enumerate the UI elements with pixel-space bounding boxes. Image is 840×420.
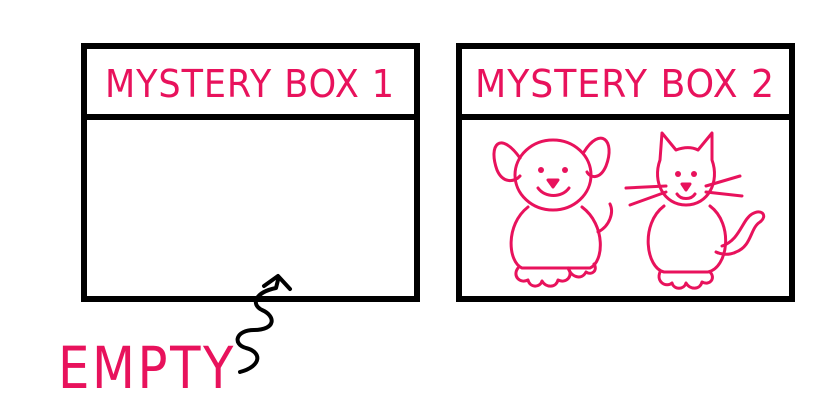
dog-tail [596,202,613,234]
cat-eye [691,171,697,177]
dog-left-ear [492,141,522,182]
cat-right-whiskers [704,174,744,198]
cat-drawing [624,131,766,290]
cat-paws [657,270,714,290]
cat-head [656,131,716,207]
box-1-title: MYSTERY BOX 1 [105,62,395,106]
dog-eye [562,167,568,173]
dog-front-paws [514,266,572,288]
cat-eye [675,171,681,177]
dog-eye [538,167,544,173]
squiggle-arrow-line [235,278,280,374]
cat-mouth [675,192,697,200]
empty-label: EMPTY [58,334,236,402]
cat-body [646,204,727,274]
dog-drawing [492,136,613,288]
cat-left-whiskers [624,184,668,207]
box-2-title: MYSTERY BOX 2 [475,62,775,106]
dog-back-paw [566,262,597,279]
dog-mouth [536,186,571,197]
box-1-frame [81,43,420,302]
empty-callout: EMPTY [58,274,292,402]
dog-nose [546,178,560,189]
mystery-box-1: MYSTERY BOX 1 [81,43,420,302]
dog-body [509,205,602,270]
box-2-frame [456,43,795,302]
cat-nose [680,182,692,192]
cat-tail [714,210,766,256]
arrow-head-icon [262,274,292,291]
mystery-box-2: MYSTERY BOX 2 [456,43,795,302]
dog-head [513,138,593,212]
dog-right-ear [582,136,611,178]
